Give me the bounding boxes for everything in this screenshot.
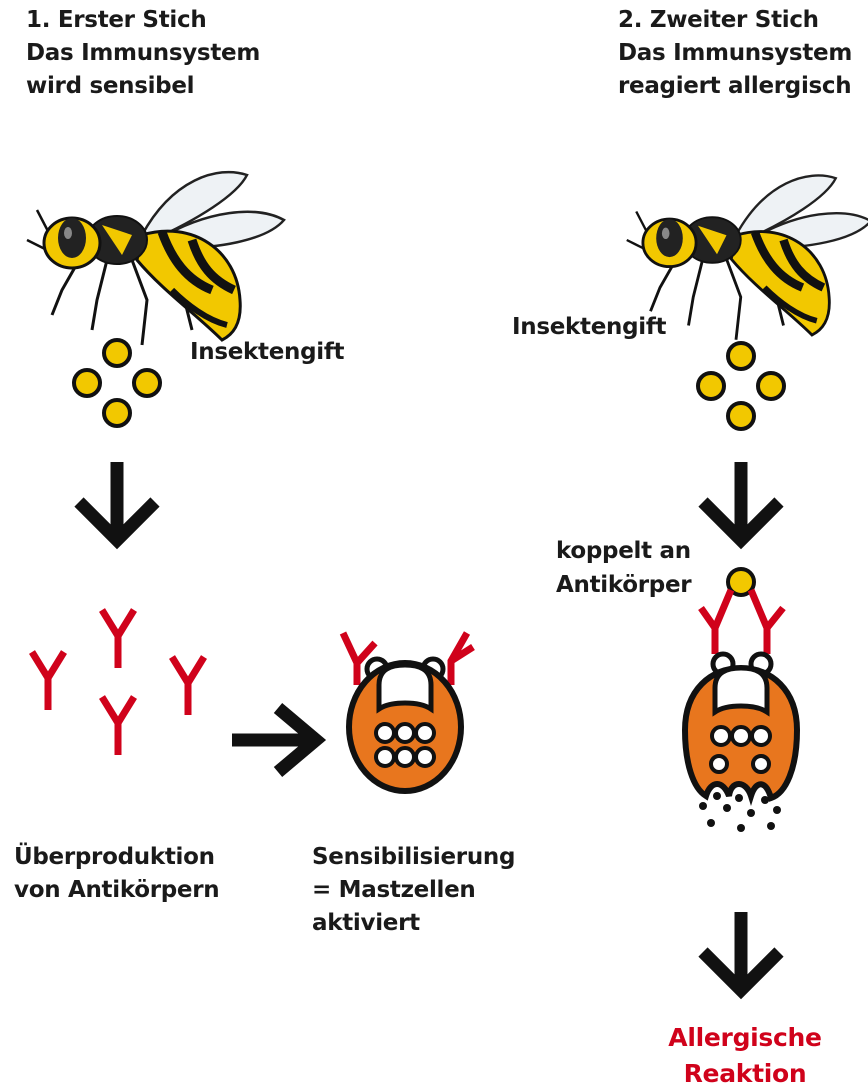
wasp-icon-left <box>27 172 284 345</box>
arrow-right-icon <box>232 708 316 772</box>
wasp-icon-right <box>627 176 868 340</box>
antibody-icon <box>32 652 64 710</box>
arrow-down-icon-right <box>703 462 779 540</box>
mast-cell-icon-reacting <box>685 569 797 832</box>
venom-particles-icon-right <box>698 343 784 429</box>
antibody-icon <box>102 610 134 668</box>
arrow-down-icon-bottom <box>703 912 779 990</box>
venom-particles-icon-left <box>74 340 160 426</box>
mast-cell-icon-sensitized <box>343 633 473 791</box>
antibody-icon <box>172 657 204 715</box>
arrow-down-icon-left <box>79 462 155 540</box>
antibody-icon <box>102 697 134 755</box>
